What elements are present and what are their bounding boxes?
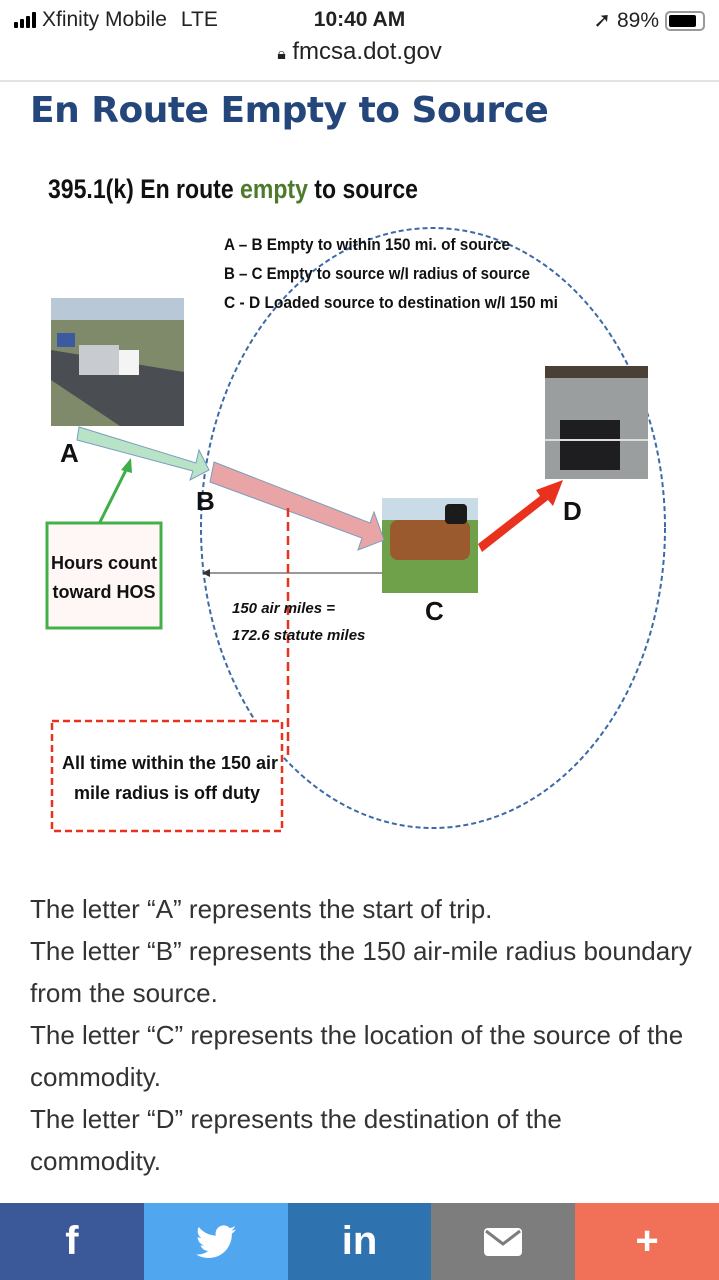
carrier-info: Xfinity Mobile LTE — [14, 8, 218, 32]
network-type: LTE — [180, 8, 218, 31]
radius-circle — [200, 227, 666, 829]
hours-box — [45, 521, 163, 630]
description-line-a: The letter “A” represents the start of t… — [30, 894, 493, 924]
point-d-label: D — [563, 496, 582, 526]
hours-pointer-head — [121, 458, 132, 473]
location-icon: ➚ — [593, 9, 611, 32]
legend-cd: C - D Loaded source to destination w/I 1… — [224, 293, 558, 312]
url-text: fmcsa.dot.gov — [292, 38, 442, 65]
description-line-d: The letter “D” represents the destinatio… — [30, 1104, 562, 1176]
share-linkedin-button[interactable]: in — [287, 1203, 432, 1280]
arrow-a-b — [76, 426, 210, 482]
off-duty-box — [50, 719, 284, 833]
arrow-c-d — [478, 480, 563, 552]
share-more-button[interactable]: + — [575, 1203, 719, 1280]
hours-box-line1: Hours count — [51, 553, 157, 573]
battery-info: ➚ 89% — [593, 8, 705, 33]
status-bar: Xfinity Mobile LTE 10:40 AM ➚ 89% — [0, 0, 719, 40]
share-email-button[interactable] — [431, 1203, 576, 1280]
distance-line1: 150 air miles = — [232, 600, 335, 617]
cattle-photo — [382, 498, 478, 593]
battery-percent: 89% — [616, 8, 659, 32]
off-duty-line2: mile radius is off duty — [74, 783, 260, 803]
address-bar[interactable]: 🔒︎ fmcsa.dot.gov — [0, 38, 719, 66]
twitter-icon — [195, 1224, 236, 1258]
point-a-label: A — [60, 438, 79, 468]
hours-pointer-arrow — [98, 467, 129, 523]
facebook-icon: f — [65, 1219, 79, 1263]
share-facebook-button[interactable]: f — [0, 1203, 144, 1280]
page-title: En Route Empty to Source — [30, 90, 549, 131]
carrier-name: Xfinity Mobile — [42, 8, 167, 31]
email-icon — [484, 1227, 523, 1256]
plus-icon: + — [635, 1219, 659, 1263]
signal-icon — [14, 12, 36, 28]
battery-icon — [665, 10, 705, 31]
arrow-b-c — [209, 461, 385, 551]
share-twitter-button[interactable] — [143, 1203, 288, 1280]
description-line-b: The letter “B” represents the 150 air-mi… — [30, 936, 692, 1008]
point-c-label: C — [425, 596, 444, 626]
stockyard-photo — [545, 366, 648, 479]
share-bar: f in + — [0, 1203, 719, 1280]
lock-icon: 🔒︎ — [277, 46, 286, 63]
diagram-heading: 395.1(k) En route empty to source — [48, 174, 418, 204]
distance-line2: 172.6 statute miles — [232, 627, 365, 644]
description-line-c: The letter “C” represents the location o… — [30, 1020, 684, 1092]
description-text: The letter “A” represents the start of t… — [30, 888, 700, 1182]
point-b-label: B — [196, 486, 215, 516]
legend-bc: B – C Empty to source w/I radius of sour… — [224, 264, 530, 283]
legend-ab: A – B Empty to within 150 mi. of source — [224, 235, 510, 254]
header-divider — [0, 80, 719, 82]
truck-photo — [51, 298, 184, 426]
off-duty-line1: All time within the 150 air — [62, 753, 278, 773]
linkedin-icon: in — [341, 1219, 378, 1263]
en-route-diagram: 395.1(k) En route empty to source A – B … — [45, 174, 666, 833]
clock: 10:40 AM — [313, 8, 406, 31]
hours-box-line2: toward HOS — [52, 582, 155, 602]
radius-arrowhead — [202, 569, 210, 577]
